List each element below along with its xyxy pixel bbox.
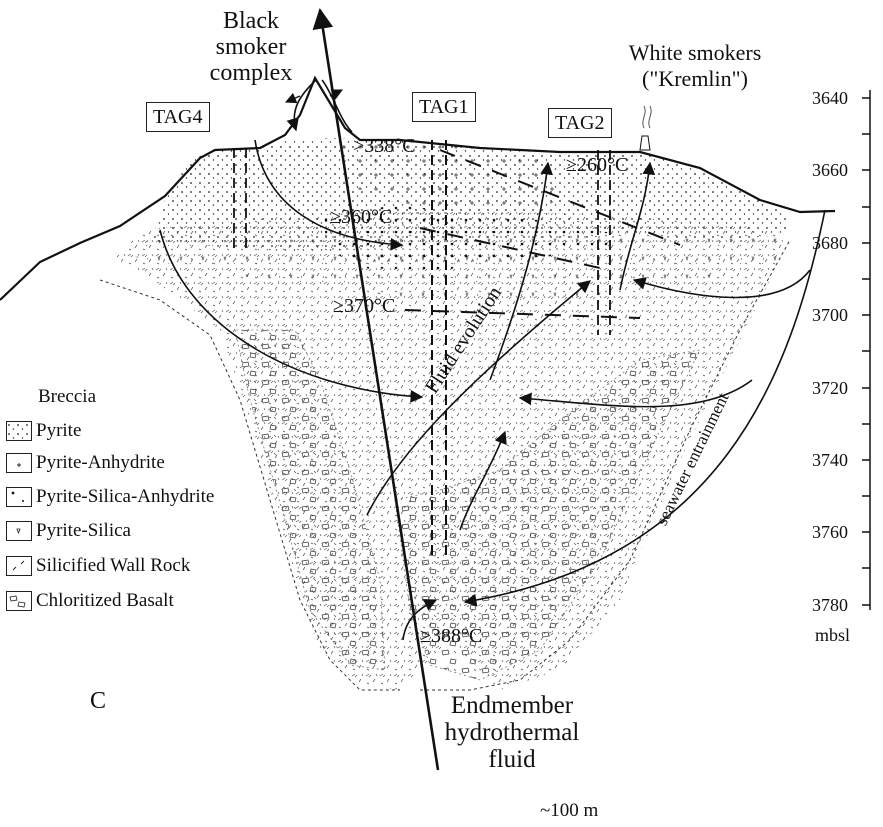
pyrite-anhydrite-swatch (6, 453, 32, 473)
depth-tick-3760: 3760 (812, 522, 848, 542)
temp-label-260: ≥260°C (566, 154, 628, 176)
endmember-label-line1: Endmember (432, 692, 592, 719)
legend-item-silicified-wall-rock: Silicified Wall Rock (6, 555, 190, 577)
endmember-label-line3: fluid (432, 746, 592, 773)
legend-label: Pyrite-Silica-Anhydrite (36, 486, 214, 508)
depth-tick-3700: 3700 (812, 305, 848, 325)
legend-label: Chloritized Basalt (36, 590, 174, 612)
temp-label-370: ≥370°C (333, 295, 395, 317)
endmember-label: Endmember hydrothermal fluid (432, 692, 592, 773)
black-smoker-label-line1: Black (196, 8, 306, 34)
depth-tick-3720: 3720 (812, 378, 848, 398)
depth-axis (862, 90, 870, 610)
temp-label-338: >338°C (353, 135, 416, 157)
temp-label-388: ≥388°C (420, 625, 482, 647)
scale-label: ~100 m (540, 800, 598, 822)
legend-title: Breccia (38, 386, 96, 408)
silicified-wall-rock-swatch (6, 556, 32, 576)
legend-item-pyrite-silica: Pyrite-Silica (6, 520, 131, 542)
legend-item-pyrite-anhydrite: Pyrite-Anhydrite (6, 452, 165, 474)
white-smoker-chimney (640, 136, 650, 150)
depth-tick-3780: 3780 (812, 595, 848, 615)
pyrite-silica-swatch (6, 521, 32, 541)
depth-tick-3660: 3660 (812, 160, 848, 180)
borehole-label-tag2: TAG2 (548, 108, 612, 138)
depth-unit-label: mbsl (815, 625, 850, 645)
white-smokers-label: White smokers ("Kremlin") (600, 40, 790, 92)
legend-label: Pyrite-Silica (36, 520, 131, 542)
black-smoker-label: Black smoker complex (196, 8, 306, 86)
chloritized-basalt-swatch (6, 591, 32, 611)
legend-label: Silicified Wall Rock (36, 555, 190, 577)
depth-tick-3680: 3680 (812, 233, 848, 253)
depth-tick-3740: 3740 (812, 450, 848, 470)
legend-label: Pyrite (36, 420, 81, 442)
borehole-label-tag4: TAG4 (146, 102, 210, 132)
temp-label-360: ≥360°C (330, 206, 392, 228)
white-smokers-label-line2: ("Kremlin") (600, 66, 790, 92)
white-smoker-plume (643, 106, 651, 128)
legend-item-pyrite: Pyrite (6, 420, 81, 442)
legend-label: Pyrite-Anhydrite (36, 452, 165, 474)
white-smokers-label-line1: White smokers (600, 40, 790, 66)
endmember-label-line2: hydrothermal (432, 719, 592, 746)
pyrite-silica-anhydrite-swatch (6, 487, 32, 507)
legend-item-pyrite-silica-anhydrite: Pyrite-Silica-Anhydrite (6, 486, 214, 508)
pyrite-swatch (6, 421, 32, 441)
panel-label: C (90, 688, 106, 715)
borehole-label-tag1: TAG1 (412, 92, 476, 122)
depth-tick-3640: 3640 (812, 88, 848, 108)
legend-item-chloritized-basalt: Chloritized Basalt (6, 590, 174, 612)
black-smoker-label-line2: smoker complex (196, 34, 306, 86)
